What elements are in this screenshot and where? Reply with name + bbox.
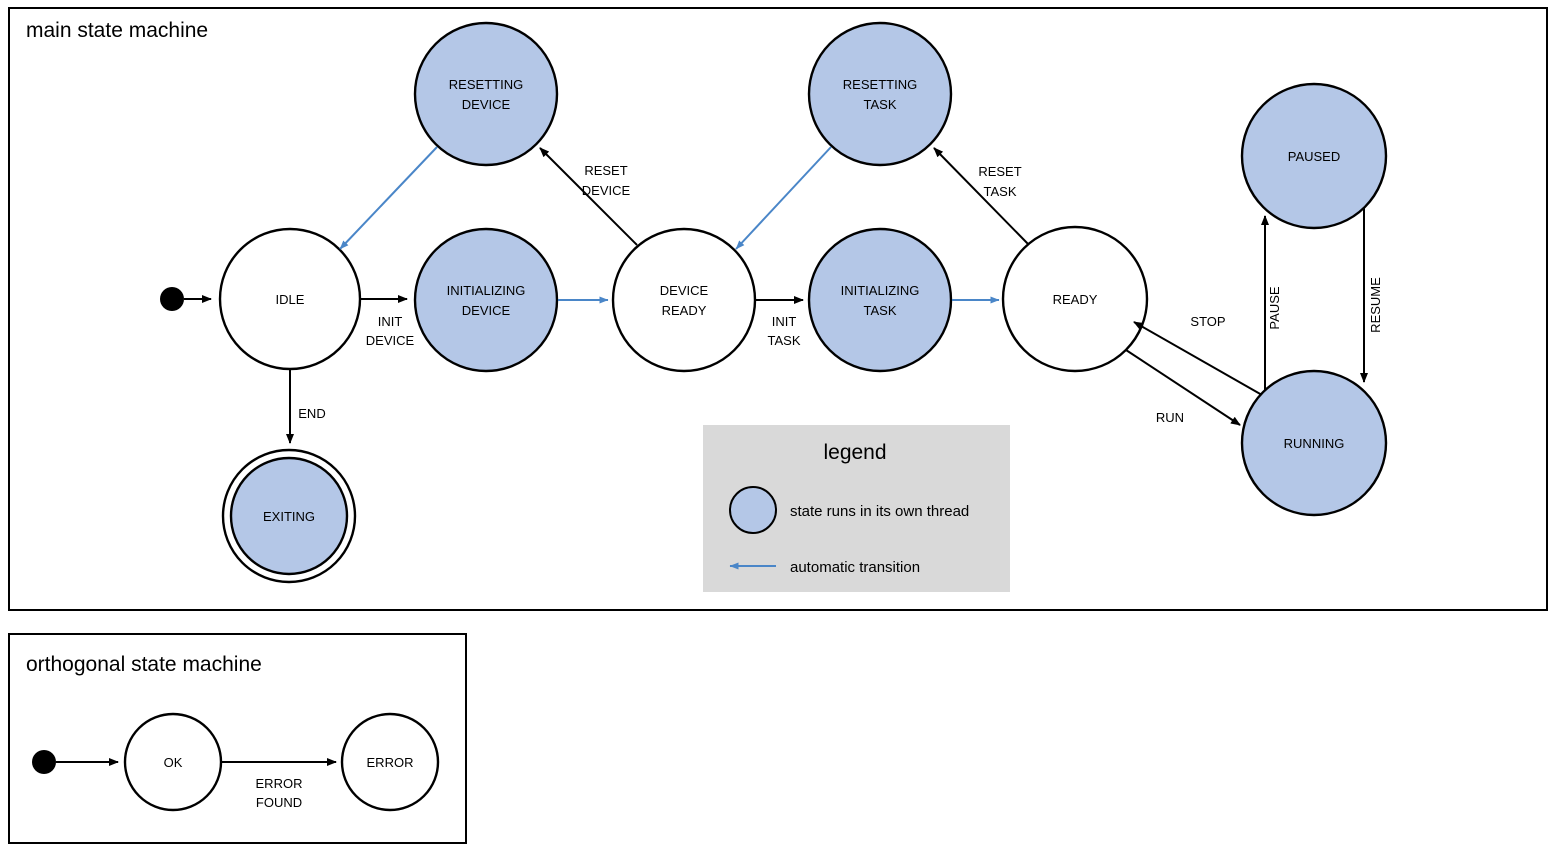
transition-reset-task-label-line1: RESET [978,164,1021,179]
state-resetting-device[interactable] [413,21,559,167]
transition-error-found-label-line2: FOUND [256,795,302,810]
legend-auto-transition-text: automatic transition [790,559,920,576]
transition-reset-device-label-line1: RESET [584,163,627,178]
initial-state-dot-main [160,287,184,311]
transition-reset-task [933,147,1030,246]
transition-stop [1133,321,1263,396]
state-initializing-device[interactable] [413,227,559,373]
transition-init-task-label-line2: TASK [768,333,801,348]
state-device-ready-label-line2: READY [662,303,707,318]
main-frame-title: main state machine [26,19,208,42]
legend-title: legend [823,441,886,464]
state-initializing-device-label-line2: DEVICE [462,303,511,318]
state-initializing-task-label-line2: TASK [864,303,897,318]
transition-reset-device [539,147,638,246]
orthogonal-frame-title: orthogonal state machine [26,653,262,676]
legend-thread-state-text: state runs in its own thread [790,503,969,520]
state-idle-label: IDLE [276,292,305,307]
state-resetting-task-label-line2: TASK [864,97,897,112]
transition-end-label: END [298,406,325,421]
state-ready[interactable] [1001,225,1149,373]
state-running-label: RUNNING [1284,436,1345,451]
state-error-label: ERROR [367,755,414,770]
state-resetting-task[interactable] [807,21,953,167]
state-paused-label: PAUSED [1288,149,1341,164]
state-exiting-label: EXITING [263,509,315,524]
transition-init-task-label-line1: INIT [772,314,797,329]
state-error[interactable] [340,712,440,812]
state-initializing-task[interactable] [807,227,953,373]
state-resetting-device-label-line1: RESETTING [449,77,523,92]
state-resetting-device-label-line2: DEVICE [462,97,511,112]
transition-run-label: RUN [1156,410,1184,425]
state-initializing-task-label-line1: INITIALIZING [841,283,920,298]
legend-thread-state-swatch [729,486,777,534]
transition-stop-label: STOP [1190,314,1225,329]
transition-pause-label: PAUSE [1267,286,1282,329]
state-ok-label: OK [164,755,183,770]
transition-error-found-label-line1: ERROR [256,776,303,791]
state-initializing-device-label-line1: INITIALIZING [447,283,526,298]
transition-reset-device-label-line2: DEVICE [582,183,631,198]
transition-run [1125,349,1241,426]
transition-resetting-device-auto [339,146,438,250]
transition-resetting-task-auto [735,146,832,250]
state-exiting-outer-ring [221,448,357,584]
transition-init-device-label-line1: INIT [378,314,403,329]
state-paused[interactable] [1240,82,1388,230]
initial-state-dot-orthogonal [32,750,56,774]
state-resetting-task-label-line1: RESETTING [843,77,917,92]
transition-reset-task-label-line2: TASK [984,184,1017,199]
state-device-ready-label-line1: DEVICE [660,283,709,298]
state-exiting[interactable] [229,456,349,576]
transition-init-device-label-line2: DEVICE [366,333,415,348]
transition-resume-label: RESUME [1368,277,1383,333]
state-ready-label: READY [1053,292,1098,307]
state-device-ready[interactable] [611,227,757,373]
state-running[interactable] [1240,369,1388,517]
